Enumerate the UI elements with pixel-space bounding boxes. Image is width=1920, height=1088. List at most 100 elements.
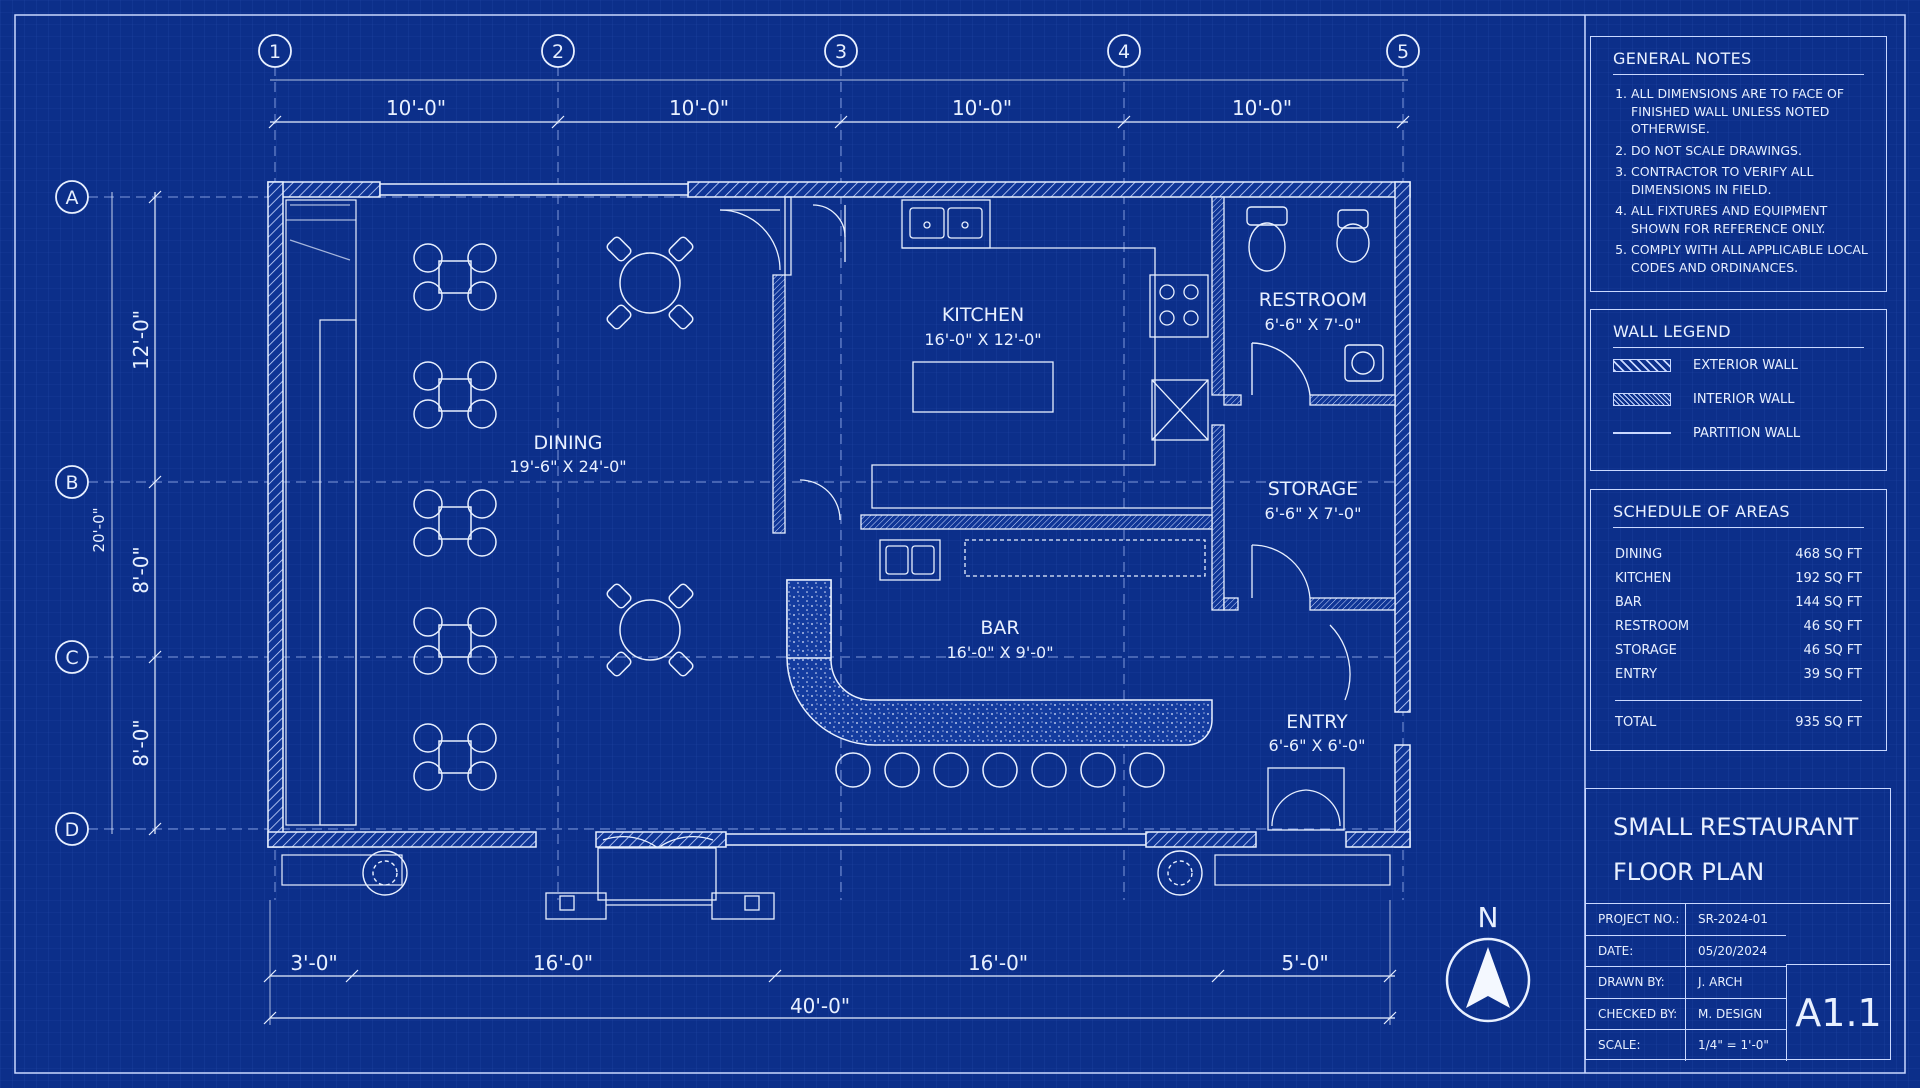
- grid-col-label: 2: [552, 41, 564, 63]
- title-block: SMALL RESTAURANT FLOOR PLAN PROJECT NO.:…: [1585, 788, 1891, 1061]
- tb-value: M. DESIGN: [1698, 1006, 1763, 1021]
- sheet-border: [14, 14, 1906, 1074]
- grid-col-label: 1: [269, 41, 281, 63]
- interior-walls: [772, 196, 1396, 611]
- title-block-rows: PROJECT NO.: SR-2024-01 DATE: 05/20/2024 D…: [1586, 904, 1786, 1061]
- wall-legend-title: WALL LEGEND: [1613, 310, 1864, 348]
- schedule-title: SCHEDULE OF AREAS: [1613, 490, 1864, 528]
- bar-counter: [786, 579, 1213, 746]
- schedule-area: 46 SQ FT: [1803, 642, 1862, 658]
- schedule-room: RESTROOM: [1615, 618, 1690, 634]
- grid-col-label: 3: [835, 41, 847, 63]
- schedule-area: 144 SQ FT: [1795, 594, 1862, 610]
- tb-key: DRAWN BY:: [1586, 967, 1686, 998]
- tb-value: 1/4" = 1'-0": [1698, 1038, 1769, 1053]
- general-notes-list: ALL DIMENSIONS ARE TO FACE OF FINISHED W…: [1591, 85, 1886, 276]
- drawing-title-line1: SMALL RESTAURANT: [1613, 813, 1859, 841]
- schedule-room: STORAGE: [1615, 642, 1677, 658]
- north-arrow-icon: [1445, 937, 1531, 1023]
- tb-value: J. ARCH: [1698, 975, 1743, 990]
- tb-key: DATE:: [1586, 935, 1686, 966]
- grid-bubble-row-c: C: [55, 640, 89, 674]
- grid-row-label: A: [66, 187, 79, 209]
- general-notes-panel: GENERAL NOTES ALL DIMENSIONS ARE TO FACE…: [1590, 36, 1887, 292]
- grid-row-label: B: [65, 472, 78, 494]
- partition-wall-swatch-icon: [1613, 432, 1671, 434]
- dim-top-1: 10'-0": [386, 96, 446, 120]
- schedule-room: BAR: [1615, 594, 1642, 610]
- note-item: ALL DIMENSIONS ARE TO FACE OF FINISHED W…: [1631, 85, 1872, 138]
- schedule-row: RESTROOM 46 SQ FT: [1615, 614, 1862, 638]
- grid-row-label: C: [65, 647, 78, 669]
- dim-left-2: 8'-0": [129, 546, 153, 593]
- room-label-kitchen: KITCHEN: [942, 304, 1024, 326]
- planters: [362, 850, 1203, 896]
- grid-row-label: D: [65, 819, 80, 841]
- note-item: ALL FIXTURES AND EQUIPMENT SHOWN FOR REF…: [1631, 202, 1872, 237]
- legend-label: INTERIOR WALL: [1693, 391, 1795, 407]
- grid-bubble-col-4: 4: [1107, 34, 1141, 68]
- dim-top-4: 10'-0": [1232, 96, 1292, 120]
- legend-row-partition: PARTITION WALL: [1613, 416, 1886, 450]
- kitchen-fixtures: [719, 199, 1212, 581]
- room-label-dining: DINING: [534, 432, 603, 454]
- banquette: [281, 199, 1391, 886]
- dim-left-overall: 20'-0": [90, 507, 108, 552]
- grid-bubble-col-1: 1: [258, 34, 292, 68]
- title-block-fields: PROJECT NO.: SR-2024-01 DATE: 05/20/2024 D…: [1586, 904, 1890, 1061]
- grid-bubble-row-a: A: [55, 180, 89, 214]
- dining-table-group: [413, 236, 694, 791]
- grid-bubble-col-2: 2: [541, 34, 575, 68]
- schedule-area: 192 SQ FT: [1795, 570, 1862, 586]
- grid-bubble-col-3: 3: [824, 34, 858, 68]
- dim-left-1: 12'-0": [129, 310, 153, 370]
- room-label-entry: ENTRY: [1286, 711, 1348, 733]
- dim-bottom-overall: 40'-0": [790, 994, 850, 1018]
- tb-row-checked: CHECKED BY: M. DESIGN: [1586, 998, 1786, 1030]
- tb-value: 05/20/2024: [1698, 943, 1768, 958]
- tb-key: CHECKED BY:: [1586, 998, 1686, 1029]
- schedule-area: 39 SQ FT: [1803, 666, 1862, 682]
- room-label-restroom: RESTROOM: [1259, 289, 1367, 311]
- dim-top-2: 10'-0": [669, 96, 729, 120]
- schedule-row: STORAGE 46 SQ FT: [1615, 638, 1862, 662]
- schedule-row: BAR 144 SQ FT: [1615, 590, 1862, 614]
- schedule-area: 46 SQ FT: [1803, 618, 1862, 634]
- room-label-storage: STORAGE: [1268, 478, 1358, 500]
- schedule-total-value: 935 SQ FT: [1795, 715, 1862, 730]
- tb-row-drawn: DRAWN BY: J. ARCH: [1586, 967, 1786, 999]
- tb-row-scale: SCALE: 1/4" = 1'-0": [1586, 1030, 1786, 1061]
- grid-bubble-row-d: D: [55, 812, 89, 846]
- tb-row-date: DATE: 05/20/2024: [1586, 935, 1786, 967]
- schedule-total-row: TOTAL 935 SQ FT: [1615, 700, 1862, 730]
- bar-stools: [835, 752, 1165, 788]
- schedule-room: DINING: [1615, 546, 1663, 562]
- general-notes-title: GENERAL NOTES: [1613, 37, 1864, 75]
- legend-row-interior: INTERIOR WALL: [1613, 382, 1886, 416]
- grid-bubble-col-5: 5: [1386, 34, 1420, 68]
- grid-col-label: 4: [1118, 41, 1130, 63]
- dim-bottom-1: 3'-0": [290, 951, 337, 975]
- bottom-dimension-line: [263, 900, 1397, 1025]
- room-size-storage: 6'-6" X 7'-0": [1265, 504, 1362, 523]
- dim-bottom-3: 16'-0": [968, 951, 1028, 975]
- grid-bubble-row-b: B: [55, 465, 89, 499]
- interior-wall-swatch-icon: [1613, 392, 1671, 406]
- room-label-bar: BAR: [980, 617, 1019, 639]
- restroom-fixtures: [1246, 206, 1384, 396]
- tb-key: SCALE:: [1586, 1030, 1686, 1061]
- legend-label: PARTITION WALL: [1693, 425, 1801, 441]
- tb-key: PROJECT NO.:: [1586, 904, 1686, 935]
- exterior-wall-swatch-icon: [1613, 358, 1671, 372]
- tb-value: SR-2024-01: [1698, 912, 1768, 927]
- north-label: N: [1478, 901, 1499, 934]
- left-dimension-line: [111, 190, 162, 836]
- room-size-entry: 6'-6" X 6'-0": [1269, 736, 1366, 755]
- room-size-dining: 19'-6" X 24'-0": [509, 457, 626, 476]
- sheet-number: A1.1: [1786, 964, 1890, 1061]
- drawing-title-line2: FLOOR PLAN: [1613, 858, 1765, 886]
